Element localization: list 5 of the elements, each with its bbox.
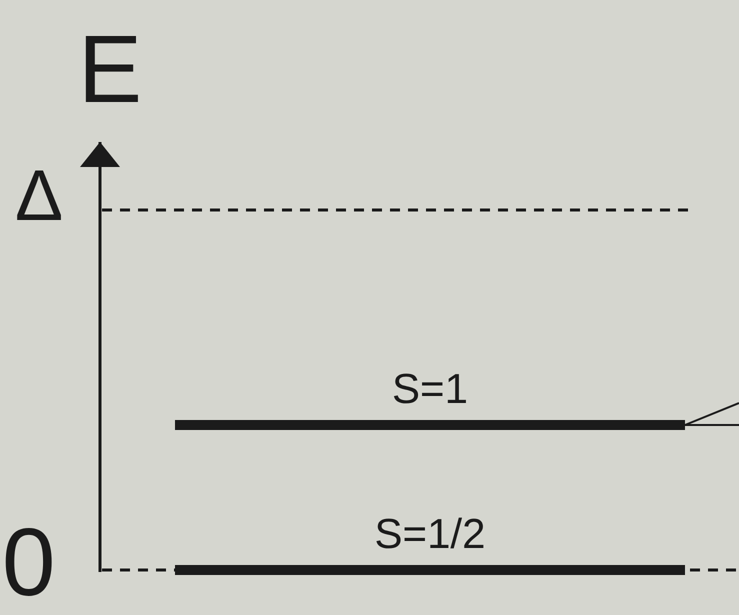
axis-label: E — [78, 22, 142, 118]
axis-label: 0 — [2, 515, 56, 611]
level-label: S=1 — [392, 368, 468, 410]
axis-label: Δ — [15, 160, 64, 232]
level-label: S=1/2 — [374, 513, 486, 555]
